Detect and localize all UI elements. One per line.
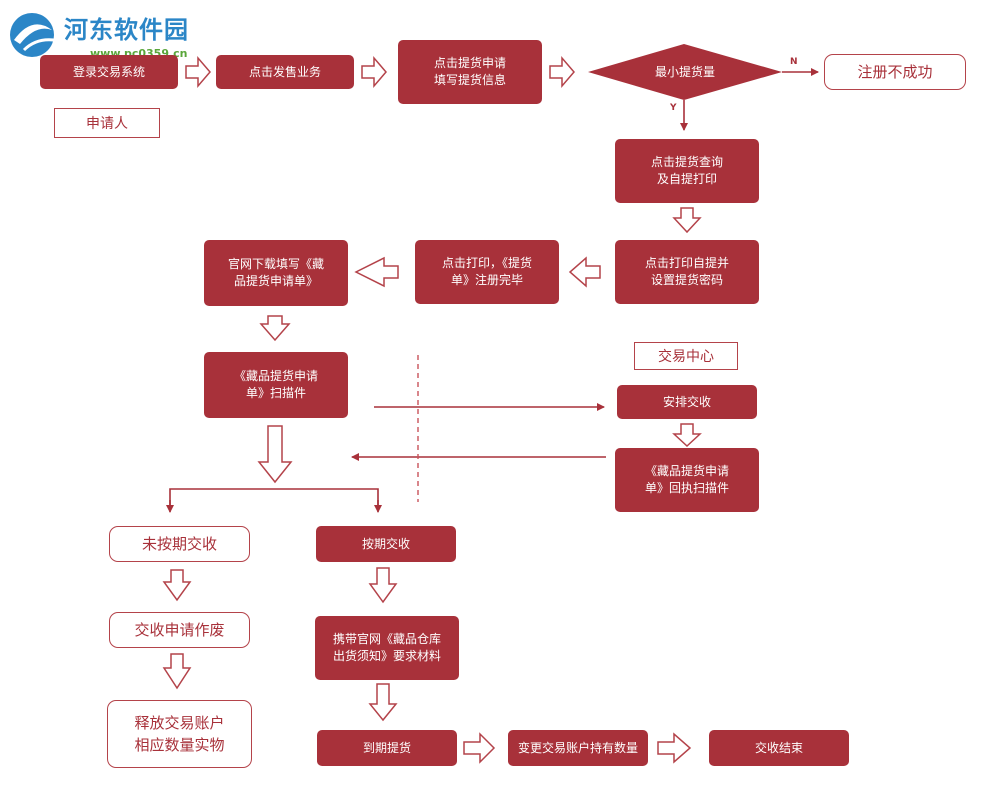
- void-node: 交收申请作废: [109, 612, 250, 648]
- logo-icon: [10, 13, 55, 57]
- set-password-node: 点击打印自提并 设置提货密码: [615, 240, 759, 304]
- query-print-node: 点击提货查询 及自提打印: [615, 139, 759, 203]
- exchange-center-label: 交易中心: [634, 342, 738, 370]
- applicant-label: 申请人: [54, 108, 160, 138]
- n-label: N: [790, 57, 798, 67]
- watermark-name: 河东软件园: [64, 15, 189, 44]
- due-pickup-node: 到期提货: [317, 730, 457, 766]
- solid-lines: [166, 68, 819, 513]
- release-node: 释放交易账户 相应数量实物: [107, 700, 252, 768]
- on-time-node: 按期交收: [316, 526, 456, 562]
- download-node: 官网下载填写《藏 品提货申请单》: [204, 240, 348, 306]
- decision-diamond: [588, 44, 782, 100]
- carry-node: 携带官网《藏品仓库 出货须知》要求材料: [315, 616, 459, 680]
- change-qty-node: 变更交易账户持有数量: [508, 730, 648, 766]
- sell-node: 点击发售业务: [216, 55, 354, 89]
- print-done-node: 点击打印，《提货 单》注册完毕: [415, 240, 559, 304]
- receipt-node: 《藏品提货申请 单》回执扫描件: [615, 448, 759, 512]
- y-label: Y: [670, 103, 677, 113]
- not-on-time-node: 未按期交收: [109, 526, 250, 562]
- login-node: 登录交易系统: [40, 55, 178, 89]
- scan-node: 《藏品提货申请 单》扫描件: [204, 352, 348, 418]
- min-qty-node: 最小提货量: [654, 64, 715, 79]
- end-node: 交收结束: [709, 730, 849, 766]
- arrange-node: 安排交收: [617, 385, 757, 419]
- hollow-arrows: [162, 55, 702, 764]
- fail-node: 注册不成功: [824, 54, 966, 90]
- apply-node: 点击提货申请 填写提货信息: [398, 40, 542, 104]
